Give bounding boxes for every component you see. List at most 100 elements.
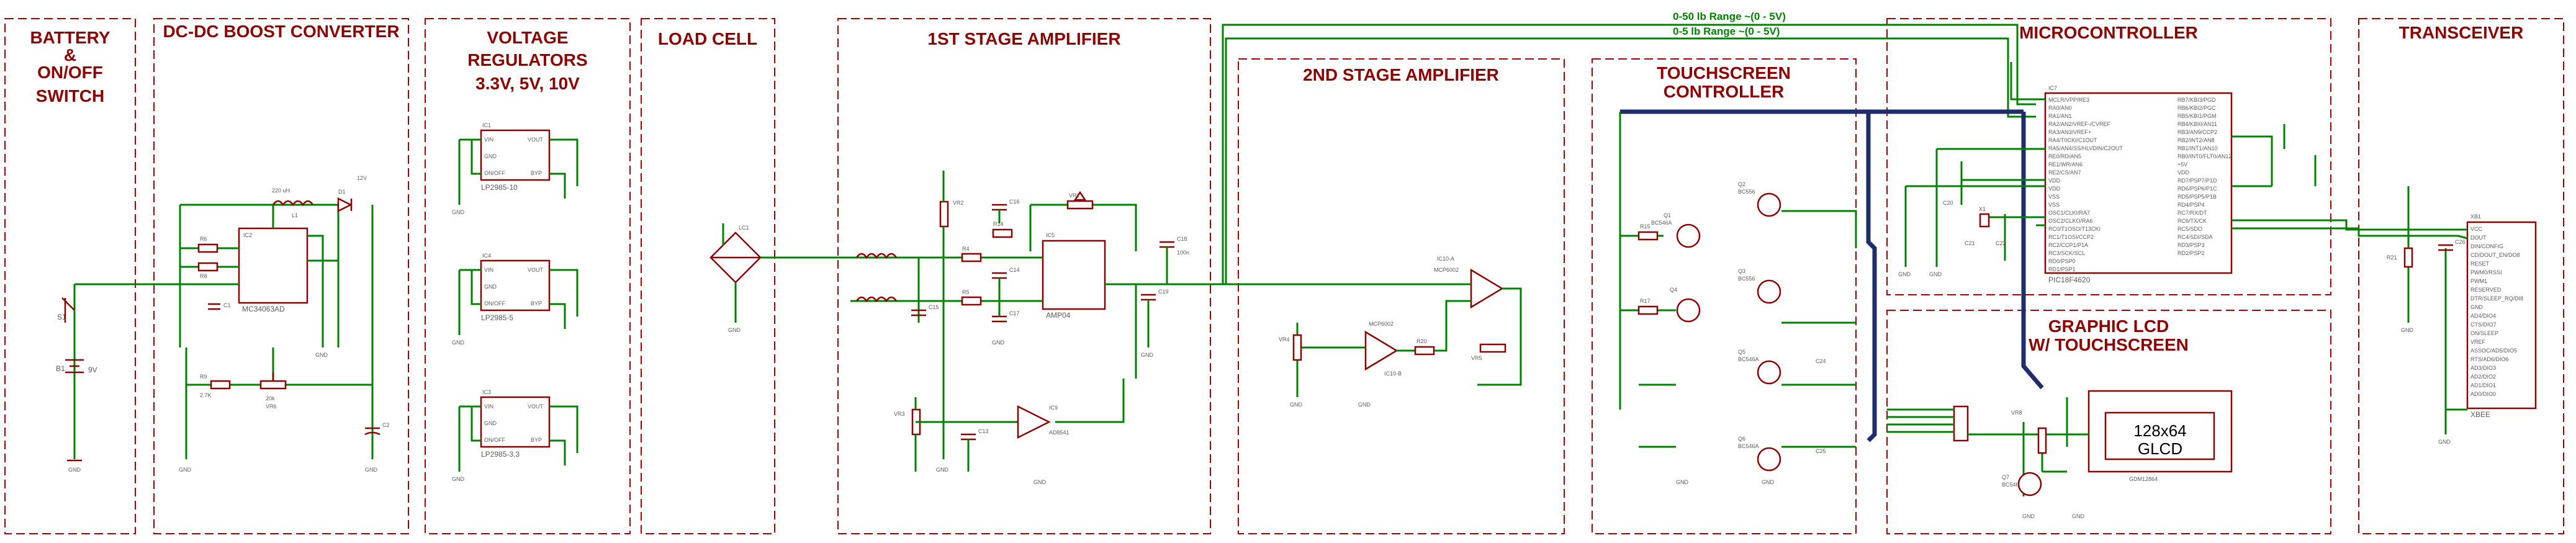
mcu-pin-r4: RB3/AN9/CCP2 [2177,129,2217,135]
amp2-title: 2ND STAGE AMPLIFIER [1303,65,1499,84]
reg1-pin-gnd: GND [484,153,497,159]
mcu-pin-r0: RB7/KBI3/PGD [2177,97,2216,103]
touch-q3-part: BC556 [1738,276,1755,282]
battery-title-2: & [64,45,76,65]
regulators-circuit: IC1 VIN GND ON/OFF VOUT BYP LP2985-10 IC… [452,122,579,482]
mcu-pin-l1: RA0/AN0 [2048,105,2072,111]
xbee-pin-0: VCC [2470,226,2483,232]
touch-q2-label: Q2 [1738,181,1745,187]
resistor-r8-label: R8 [200,273,207,279]
touch-q2-part: BC556 [1738,189,1755,195]
boost-ic [238,227,308,304]
mcu-pin-l21: RD1/PSP1 [2048,266,2076,272]
mcu-pin-r12: RD5/PSP5/P1B [2177,194,2217,200]
xbee-pin-10: AD4/DIO4 [2470,313,2496,319]
battery-label: B1 [56,364,65,373]
xbee-pin-13: VREF [2470,339,2486,345]
boost-output-label: 12V [357,175,367,181]
mcu-pin-l12: VSS [2048,194,2060,200]
amp1-c17-label: C17 [1009,310,1020,316]
opamp-icon [1364,268,1504,371]
mcu-pin-l5: RA4/T0CKI/C1OUT [2048,137,2097,143]
reg3-pin-onoff: ON/OFF [484,437,505,443]
pot-label: VR6 [266,403,277,410]
range-label-1: 0-50 lb Range ~(0 - 5V) [1673,11,1786,22]
mcu-pin-r6: RB1/INT1/AN10 [2177,145,2218,151]
glcd-text-name: GLCD [2138,439,2182,458]
resistor-icon [2403,247,2413,268]
amp1-ic-part: AMP04 [1046,311,1071,320]
loadcell-bridge-icon [709,231,762,284]
mcu-pin-r7: RB0/INT0/FLT0/AN12 [2177,153,2231,159]
xbee-pin-4: RESET [2470,261,2490,267]
amp1-cap-value: 100n [1177,249,1189,256]
reg2-ref: IC4 [482,253,491,259]
amp1-vr1-label: VR1 [1069,192,1080,199]
instrumentation-amp [1042,240,1106,310]
amp1-c14-label: C14 [1009,267,1020,273]
mcu-left-pins: MCLR/VPP/RE3 RA0/AN0 RA1/AN1 RA2/AN2/VRE… [2048,97,2123,272]
xbee-pin-16: AD3/DIO3 [2470,365,2496,371]
mcu-pin-l2: RA1/AN1 [2048,113,2072,119]
amp1-gnd-1: GND [936,467,949,473]
boost-gnd-3: GND [365,467,378,473]
amp2-ic10b-part: MCP6002 [1369,321,1394,327]
touch-title-1: TOUCHSCREEN [1657,63,1791,83]
mcu-pin-l14: OSC1/CLKI/RA7 [2048,210,2090,216]
xcvr-c-label: C26 [2455,239,2466,245]
mcu-pin-r17: RC4/SDI/SDA [2177,234,2213,240]
amp2-vr5-label: VR5 [1471,355,1482,361]
amp1-frame [837,18,1211,534]
amp2-gnd-1: GND [1290,402,1303,408]
touch-bus-line [1620,109,1877,442]
touch-q1-label: Q1 [1664,212,1671,218]
touch-title-2: CONTROLLER [1664,82,1784,101]
reg3-pin-vin: VIN [484,403,493,410]
amp1-circuit: IC5 AMP04 VR1 R4 R5 R14 VR2 VR3 IC9 AD85… [850,171,1210,485]
mcu-pin-l13: VSS [2048,202,2060,208]
amp1-gnd-2: GND [1034,479,1047,485]
touch-c24-label: C24 [1816,358,1826,364]
mcu-pin-l10: VDD [2048,177,2061,184]
boost-gnd-1: GND [179,467,192,473]
boost-ic-part: MC34063AD [242,305,285,313]
resistor-r9-label: R9 [200,374,207,380]
glcd-screen [2104,411,2215,460]
mcu-title: MICROCONTROLLER [2019,23,2198,42]
inductor-label: L1 [292,212,298,218]
regulator-ic-3 [480,396,551,448]
regulator-ic-2 [480,259,551,312]
xbee-pin-11: CTS/DIO7 [2470,321,2497,328]
amp1-ic9-ref: IC9 [1049,405,1058,411]
amp1-ic-ref: IC5 [1046,232,1055,238]
diode-label: D1 [338,189,346,195]
xcvr-gnd-1: GND [2401,327,2414,333]
amp2-ic10a-ref: IC10-A [1437,256,1454,262]
loadcell-circuit: LC1 GND [709,223,850,333]
regulators-title-1: VOLTAGE [487,28,568,47]
resistor-icon [1414,346,1435,356]
amp2-vr4-label: VR4 [1279,336,1290,343]
mcu-frame [1886,18,2331,295]
xbee-pin-14: ASSOC/AD5/DIO5 [2470,348,2517,354]
amp2-circuit: IC10-A MCP6002 MCP6002 IC10-B R20 VR4 VR… [1210,256,1522,408]
mcu-pin-l0: MCLR/VPP/RE3 [2048,97,2089,103]
mcu-pin-l6: RA5/AN4/SS/HLVDIN/C2OUT [2048,145,2123,151]
amp1-gnd-3: GND [1141,352,1154,358]
resistor-icon [197,243,231,390]
reg1-part: LP2985-10 [481,183,518,192]
xcvr-circuit: XB1 XBEE VCC DOUT DIN/CONFIG CD/DOUT_EN/… [2358,186,2537,445]
mcu-pin-l16: RC0/T1OSO/T13CKI [2048,226,2101,232]
glcd-part: GDM12864 [2129,476,2158,482]
connector-icon [1953,405,1969,442]
reg2-pin-vin: VIN [484,267,493,273]
touch-q5-label: Q5 [1738,349,1745,355]
mcu-pin-r11: RD6/PSP6/P1C [2177,186,2217,192]
mcu-c21-label: C21 [1965,240,1975,246]
battery-frame [4,18,136,534]
xcvr-r-label: R21 [2387,254,2397,261]
ground-label: GND [68,467,81,473]
battery-title-3: ON/OFF [37,63,103,82]
reg1-pin-onoff: ON/OFF [484,170,505,176]
lcd-gnd-1: GND [2022,513,2035,519]
